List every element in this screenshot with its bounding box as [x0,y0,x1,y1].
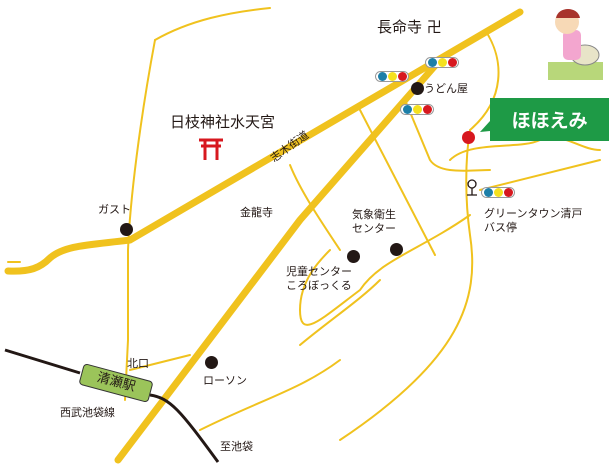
road [404,99,491,172]
traffic-signal-icon [400,104,434,115]
label-bus-stop: グリーンタウン清戸 バス停 [484,207,583,234]
label-kisho-center: 気象衛生 センター [352,208,396,235]
torii-icon [199,138,223,160]
destination-marker[interactable] [462,131,475,144]
road-main-diagonal [114,56,444,464]
road [339,29,500,441]
road [154,7,271,41]
label-hiesha: 日枝神社水天宮 [170,113,276,131]
gusto-marker [120,223,133,236]
traffic-signal-icon [425,57,459,68]
road-shiki-kaido [4,8,524,275]
bus-stop-icon [467,179,477,196]
label-chomeiji: 長命寺 卍 [377,18,442,36]
label-lawson: ローソン [203,374,247,387]
label-gusto: ガスト [98,203,131,216]
road [199,359,341,431]
kisho-marker [390,243,403,256]
traffic-signal-icon [375,71,409,82]
traffic-signal-icon [481,187,515,198]
road [479,159,601,191]
label-seibu-line: 西武池袋線 [60,406,115,419]
jido-marker [347,250,360,263]
road [299,279,381,346]
railway [4,348,220,463]
label-konryuji: 金龍寺 [240,206,273,219]
road [124,39,156,401]
road [129,354,191,371]
destination-callout[interactable]: ほほえみ [490,98,609,141]
road [298,214,471,326]
label-to-ikebukuro: 至池袋 [220,440,253,453]
lawson-marker [205,356,218,369]
udonya-marker [411,82,424,95]
label-udonya: うどん屋 [424,82,468,95]
label-kitaguchi: 北口 [127,357,149,370]
label-jido-center: 児童センター ころぼっくる [286,265,352,292]
mascot-illustration [548,9,603,80]
